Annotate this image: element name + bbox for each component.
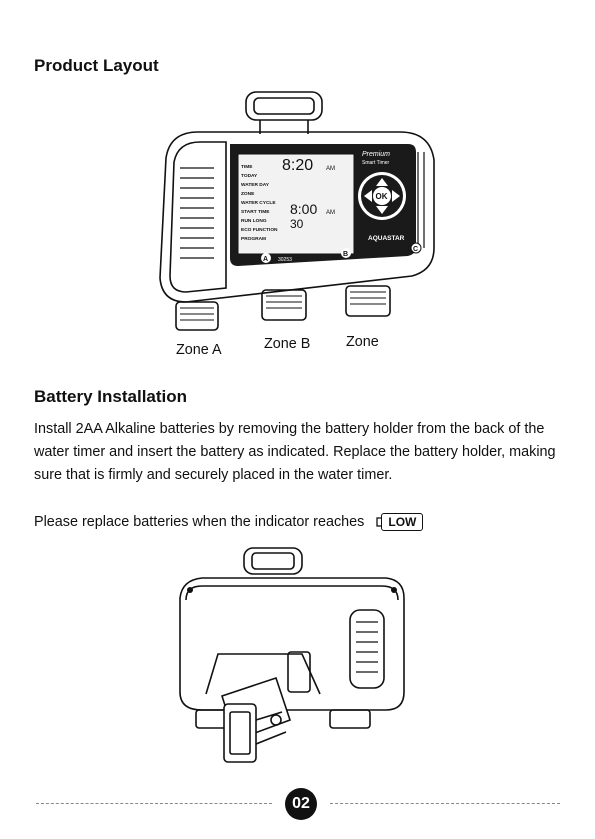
svg-text:Premium: Premium: [362, 151, 390, 158]
svg-text:PROGRAM: PROGRAM: [241, 236, 266, 242]
svg-text:OK: OK: [376, 192, 388, 201]
battery-installation-heading: Battery Installation: [34, 387, 188, 406]
battery-instructions: Install 2AA Alkaline batteries by removi…: [34, 421, 556, 483]
svg-text:ECO FUNCTION: ECO FUNCTION: [241, 227, 278, 233]
product-layout-heading: Product Layout: [34, 56, 159, 75]
svg-text:30: 30: [290, 217, 304, 231]
zone-c-label: Zone: [346, 334, 379, 350]
timer-back-illustration: [179, 547, 405, 763]
svg-text:Smart Timer: Smart Timer: [362, 160, 390, 166]
svg-text:AQUASTAR: AQUASTAR: [368, 235, 405, 242]
svg-text:ZONE: ZONE: [241, 191, 255, 197]
low-indicator-text: LOW: [381, 513, 424, 531]
svg-text:C: C: [413, 246, 418, 253]
zone-a-label: Zone A: [176, 342, 222, 358]
svg-text:AM: AM: [326, 166, 335, 172]
svg-text:A: A: [263, 256, 268, 263]
replace-note-text: Please replace batteries when the indica…: [34, 514, 365, 530]
svg-text:30253: 30253: [278, 257, 292, 263]
svg-text:8:20: 8:20: [282, 157, 313, 174]
zone-b-label: Zone B: [264, 336, 311, 352]
svg-text:8:00: 8:00: [290, 201, 317, 217]
svg-text:TIME: TIME: [241, 164, 253, 170]
footer-divider-right: [330, 803, 560, 804]
svg-text:B: B: [343, 251, 348, 258]
svg-text:RUN LONG: RUN LONG: [241, 218, 267, 224]
battery-replace-note: Please replace batteries when the indica…: [34, 513, 424, 531]
svg-text:TODAY: TODAY: [241, 173, 258, 179]
svg-text:AM: AM: [326, 210, 335, 216]
footer-divider-left: [36, 803, 272, 804]
svg-text:WATER CYCLE: WATER CYCLE: [241, 200, 276, 206]
svg-text:START TIME: START TIME: [241, 209, 270, 215]
timer-front-illustration: TIME TODAY WATER DAY ZONE WATER CYCLE ST…: [159, 91, 435, 331]
page-number: 02: [285, 788, 317, 820]
svg-text:WATER DAY: WATER DAY: [241, 182, 270, 188]
battery-tip-icon: [376, 517, 383, 527]
low-battery-indicator: LOW: [376, 513, 424, 531]
